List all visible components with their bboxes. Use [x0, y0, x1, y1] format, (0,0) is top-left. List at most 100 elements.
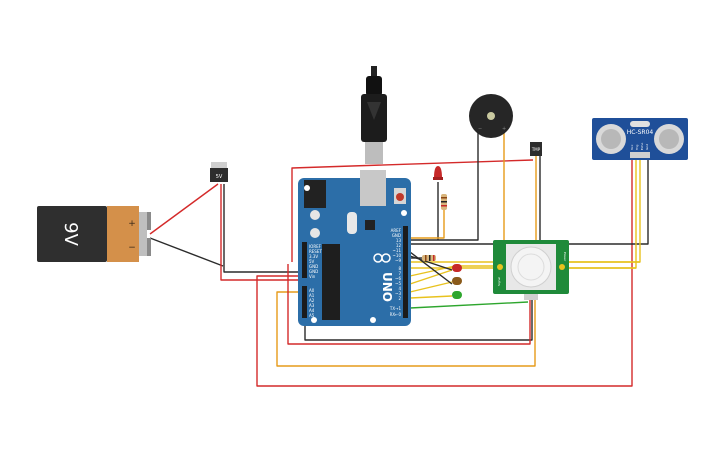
wire-led-yellow-2[interactable] — [409, 281, 453, 293]
pin-label: ~6 — [395, 276, 401, 281]
sensor-mesh-left — [601, 129, 621, 149]
battery-terminal-negative[interactable] — [147, 238, 151, 256]
pin-label: ~5 — [395, 281, 401, 286]
small-chip — [365, 220, 375, 230]
voltage-regulator[interactable]: 5V — [210, 162, 228, 182]
power-jack — [304, 180, 326, 208]
pin-label: A1 — [309, 293, 315, 298]
led-dome — [434, 166, 442, 178]
wire-red-bottom[interactable] — [287, 264, 531, 345]
pin-label: 4 — [398, 286, 401, 291]
mount-hole-4 — [370, 317, 376, 323]
pin-label: A3 — [309, 303, 315, 308]
wire-regulator-out[interactable] — [220, 184, 300, 281]
buzzer-minus-icon: − — [478, 126, 482, 132]
usb-plug-metal — [365, 142, 383, 164]
wire-resistor-top[interactable] — [410, 200, 445, 239]
led-green-row[interactable] — [452, 291, 462, 299]
usb-cable[interactable] — [361, 66, 387, 164]
mount-hole-1 — [304, 185, 310, 191]
wire-buzzer-gnd[interactable] — [410, 130, 479, 241]
arduino-logo: UNO — [380, 272, 394, 302]
resistor-band — [433, 255, 435, 261]
sensor-pin-header — [630, 152, 650, 158]
resistor-band — [441, 197, 447, 199]
led-red-row[interactable] — [452, 264, 462, 272]
wire-green[interactable] — [409, 301, 529, 309]
pir-pin-header — [524, 294, 538, 300]
arduino-infinity-icon — [373, 253, 391, 263]
pin-label: GND — [309, 269, 318, 274]
pin-label: TX→1 — [389, 306, 402, 311]
led-red — [452, 264, 462, 272]
resistor-band — [441, 205, 447, 207]
pin-label: 12 — [396, 243, 402, 248]
pin-label: ~9 — [395, 258, 401, 263]
wire-battery-positive[interactable] — [149, 183, 219, 235]
usb-plug-icon — [367, 102, 381, 120]
ultrasonic-sensor[interactable]: HC-SR04 Vcc Trig Echo Gnd — [592, 118, 688, 160]
battery-label: 9V — [60, 222, 81, 246]
pin-label: 2 — [398, 296, 401, 301]
resistor-side[interactable] — [422, 255, 436, 261]
mount-hole-3 — [311, 317, 317, 323]
wire-sensor-vcc[interactable] — [256, 160, 633, 387]
battery-terminal-plate — [139, 212, 147, 256]
atmega-chip — [322, 244, 340, 320]
buzzer-center — [487, 112, 495, 120]
usb-port — [360, 170, 386, 206]
power-header — [302, 242, 307, 278]
red-led-top[interactable] — [433, 166, 443, 180]
pin-label: A4 — [309, 308, 315, 313]
wire-ground-bottom[interactable] — [304, 300, 533, 341]
pin-label: Echo — [640, 143, 644, 150]
sensor-crystal — [630, 121, 650, 127]
power-pin-labels: IOREF RESET 3.3V 5V GND GND Vin — [309, 244, 322, 279]
regulator-label: 5V — [216, 174, 223, 180]
pin-label: A5 — [309, 313, 315, 318]
temperature-sensor[interactable]: TMP — [530, 142, 542, 156]
tmp-body — [530, 142, 542, 156]
pir-dome — [510, 246, 552, 288]
led-green — [452, 291, 462, 299]
wire-tmp-power[interactable] — [291, 159, 534, 262]
mount-hole-2 — [401, 210, 407, 216]
pin-label: RESET — [309, 249, 322, 254]
arduino-uno[interactable]: UNO IOREF RESET 3.3V 5V GND GND Vin A0 A… — [298, 170, 411, 326]
piezo-buzzer[interactable]: − + — [469, 94, 513, 138]
pin-label: AREF — [391, 228, 402, 233]
wire-orange-loop[interactable] — [276, 291, 536, 367]
pin-label: Trig — [635, 145, 639, 151]
battery-body — [37, 206, 107, 262]
pin-label: 5V — [309, 259, 315, 264]
resistor-band — [425, 255, 427, 261]
pin-label: IOREF — [309, 244, 322, 249]
wire-led-yellow-1[interactable] — [409, 269, 453, 285]
battery-9v[interactable]: 9V + − — [37, 206, 151, 262]
pir-left-label: Signal — [497, 277, 501, 286]
resistor-top[interactable] — [441, 194, 447, 210]
pir-right-label: Power — [563, 252, 567, 262]
pir-pot-right[interactable] — [559, 264, 565, 270]
resistor-band — [441, 201, 447, 203]
battery-terminal-positive[interactable] — [147, 212, 151, 230]
led-amber — [452, 277, 462, 285]
led-brown-row[interactable] — [452, 277, 462, 285]
pin-label: 8 — [398, 266, 401, 271]
pin-label: A0 — [309, 288, 315, 293]
pir-dome-ring — [517, 253, 545, 281]
wire-regulator-gnd[interactable] — [223, 184, 300, 273]
capacitor-2 — [310, 228, 320, 238]
wires — [149, 130, 649, 387]
reset-button[interactable] — [396, 193, 404, 201]
wire-led-yellow-3[interactable] — [409, 295, 453, 299]
wire-ground-bus[interactable] — [410, 160, 649, 245]
pin-label: GND — [392, 233, 401, 238]
pin-label: 7 — [398, 271, 401, 276]
wire-battery-negative[interactable] — [149, 237, 224, 267]
pir-pot-left[interactable] — [497, 264, 503, 270]
pin-label: 13 — [396, 238, 402, 243]
regulator-tab — [211, 162, 227, 170]
pir-sensor[interactable]: Signal Power — [493, 240, 569, 300]
